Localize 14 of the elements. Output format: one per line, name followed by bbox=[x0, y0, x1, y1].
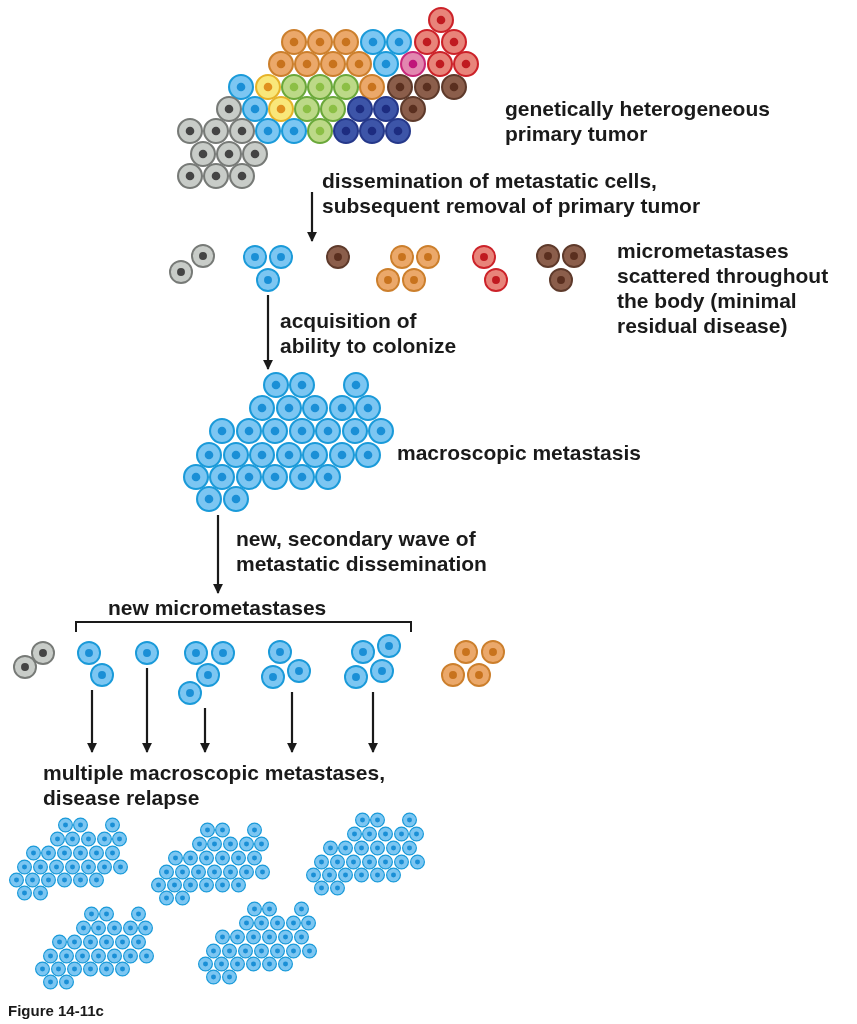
arrow bbox=[287, 692, 297, 753]
arrow bbox=[200, 708, 210, 753]
cell-stage-label: genetically heterogeneous primary tumor bbox=[505, 96, 771, 146]
arrow bbox=[142, 668, 152, 753]
caption: Figure 14-11c bbox=[8, 1001, 104, 1021]
arrow bbox=[263, 295, 273, 370]
arrow bbox=[368, 692, 378, 753]
cell-stage-label: micrometastases scattered throughout the body (minimal residual disease) bbox=[617, 238, 830, 338]
arrow bbox=[307, 192, 317, 242]
arrow bbox=[87, 690, 97, 753]
heading-text: multiple macroscopic metastases, disease relapse bbox=[43, 760, 386, 810]
cell-stage-label: macroscopic metastasis bbox=[397, 440, 642, 465]
arrow bbox=[213, 515, 223, 594]
group-label: new micrometastases bbox=[108, 595, 327, 620]
